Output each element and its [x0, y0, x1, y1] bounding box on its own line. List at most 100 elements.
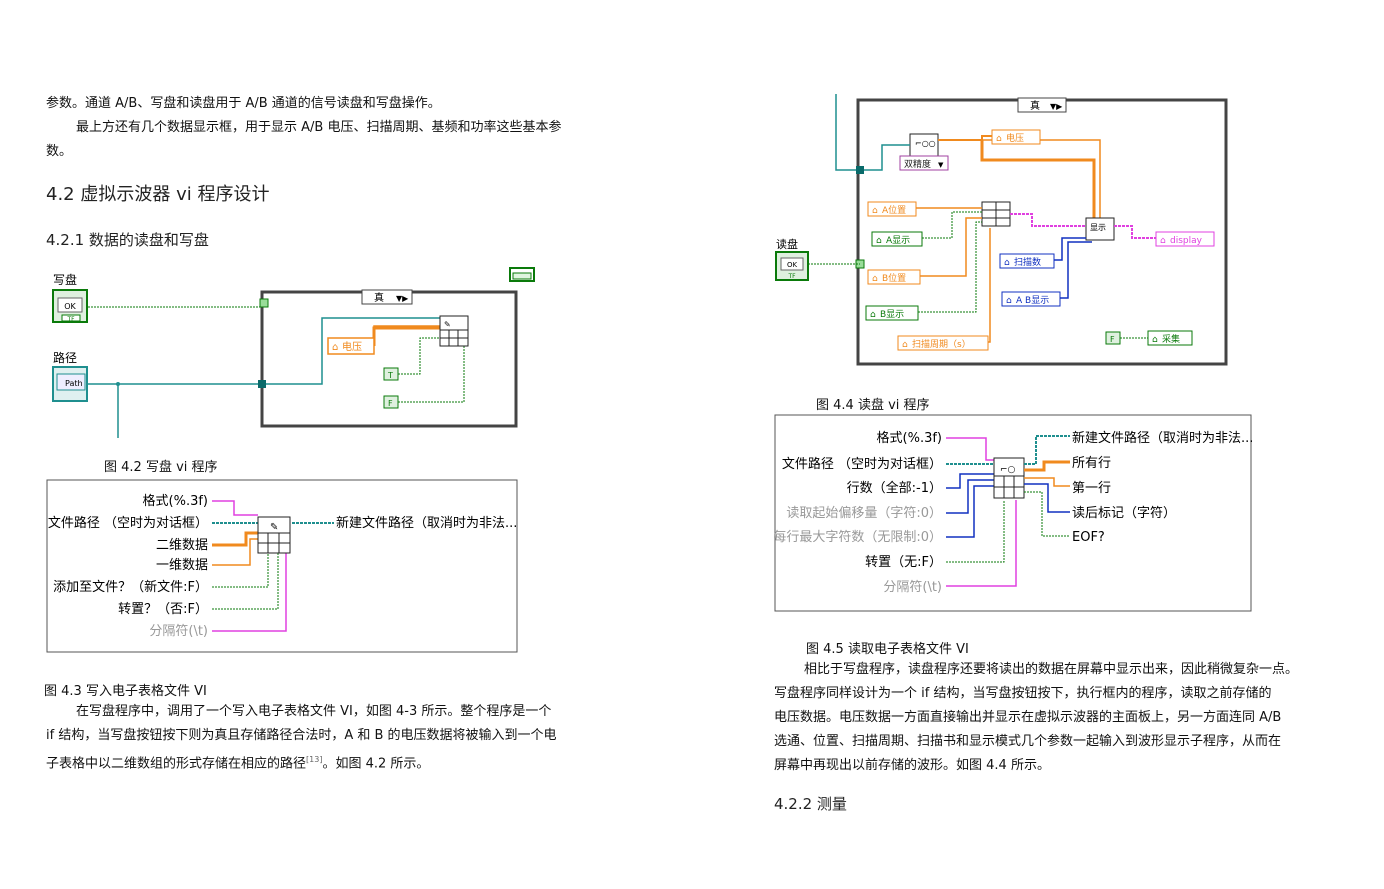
double-precision-selector: 双精度 ▼	[899, 155, 949, 171]
svg-text:TF: TF	[787, 273, 796, 280]
path-control: Path	[52, 366, 88, 402]
svg-text:T: T	[387, 371, 393, 380]
svg-text:⌂: ⌂	[332, 342, 338, 353]
svg-text:双精度: 双精度	[904, 158, 931, 170]
svg-text:⌂: ⌂	[1152, 335, 1158, 345]
svg-text:真: 真	[1030, 99, 1040, 112]
svg-text:B位置: B位置	[882, 272, 906, 284]
right-paragraph-2: 写盘程序同样设计为一个 if 结构，当写盘按钮按下，执行框内的程序，读取之前存储…	[774, 686, 1272, 701]
svg-text:扫描数: 扫描数	[1014, 256, 1041, 268]
figure-4-4-diagram: 真 ▼▶ 读盘 OK TF ⌐○○ 双精度 ▼ ⌂ 电压 ⌂ A位置 ⌂ A显示	[775, 94, 1228, 366]
left-paragraph-3a: 在写盘程序中，调用了一个写入电子表格文件 VI，如图 4-3 所示。整个程序是一…	[76, 704, 552, 719]
input-delimiter: 分隔符(\t)	[149, 623, 208, 639]
figure-4-3-diagram: 格式(%.3f) 文件路径 （空时为对话框） 二维数据 一维数据 添加至文件？（…	[46, 479, 518, 653]
input-file-path: 文件路径 （空时为对话框）	[48, 515, 208, 531]
figure-4-5-caption: 图 4.5 读取电子表格文件 VI	[806, 642, 969, 657]
read-button-control: OK TF	[775, 251, 809, 281]
svg-text:display: display	[1170, 236, 1203, 246]
left-paragraph-2b: 数。	[46, 144, 73, 159]
right-paragraph-3: 电压数据。电压数据一方面直接输出并显示在虚拟示波器的主面板上，另一方面连同 A/…	[774, 710, 1282, 725]
a-position-control: ⌂ A位置	[867, 201, 917, 217]
display-subvi-node: 显示	[1085, 217, 1115, 241]
subsection-heading-4-2-2: 4.2.2 测量	[774, 795, 847, 813]
read-output-new-path: 新建文件路径（取消时为非法...	[1072, 430, 1253, 446]
svg-text:采集: 采集	[1162, 333, 1180, 345]
display-indicator: ⌂ display	[1155, 231, 1215, 247]
svg-text:B显示: B显示	[880, 309, 904, 320]
svg-text:OK: OK	[787, 261, 798, 269]
svg-text:电压: 电压	[1006, 132, 1024, 144]
citation-13: [13]	[306, 755, 323, 764]
read-output-eof: EOF?	[1072, 530, 1105, 545]
output-new-file-path: 新建文件路径（取消时为非法...	[336, 515, 517, 531]
svg-text:Path: Path	[65, 379, 83, 388]
input-1d-data: 一维数据	[156, 558, 208, 573]
svg-text:▼▶: ▼▶	[396, 294, 409, 303]
right-paragraph-5: 屏幕中再现出以前存储的波形。如图 4.4 所示。	[774, 758, 1050, 773]
section-heading-4-2: 4.2 虚拟示波器 vi 程序设计	[46, 184, 270, 205]
read-input-format: 格式(%.3f)	[877, 430, 942, 446]
read-input-delimiter: 分隔符(\t)	[883, 579, 942, 595]
input-append: 添加至文件？（新文件:F）	[53, 579, 208, 595]
case-selector-right: 真 ▼▶	[1017, 97, 1067, 113]
read-output-mark: 读后标记（字符）	[1072, 505, 1176, 521]
svg-text:F: F	[1110, 335, 1115, 344]
voltage-indicator-right: ⌂ 电压	[991, 129, 1041, 145]
figure-4-2-caption: 图 4.2 写盘 vi 程序	[104, 460, 218, 475]
right-paragraph-4: 选通、位置、扫描周期、扫描书和显示模式几个参数一起输入到波形显示子程序，从而在	[774, 734, 1282, 749]
svg-text:F: F	[388, 399, 393, 408]
read-input-max-chars: 每行最大字符数（无限制:0）	[774, 529, 942, 545]
read-input-offset: 读取起始偏移量（字符:0）	[786, 505, 942, 521]
voltage-terminal: ⌂ 电压	[327, 337, 375, 355]
read-input-rows: 行数（全部:-1）	[847, 480, 942, 496]
subsection-heading-4-2-1: 4.2.1 数据的读盘和写盘	[46, 231, 209, 249]
svg-text:⌂: ⌂	[1160, 236, 1166, 246]
svg-text:⌂: ⌂	[872, 206, 878, 216]
svg-text:✎: ✎	[444, 320, 451, 329]
b-position-control: ⌂ B位置	[867, 269, 921, 285]
collect-indicator: ⌂ 采集	[1147, 330, 1193, 346]
bundle-node	[981, 201, 1011, 227]
svg-text:⌂: ⌂	[872, 274, 878, 284]
svg-text:电压: 电压	[342, 340, 362, 353]
svg-text:⌂: ⌂	[876, 236, 882, 246]
left-paragraph-2a: 最上方还有几个数据显示框，用于显示 A/B 电压、扫描周期、基频和功率这些基本参	[76, 120, 562, 135]
svg-text:▼▶: ▼▶	[1050, 102, 1063, 111]
scan-count-control: ⌂ 扫描数	[999, 253, 1055, 269]
left-paragraph-1: 参数。通道 A/B、写盘和读盘用于 A/B 通道的信号读盘和写盘操作。	[46, 96, 441, 111]
a-display-control: ⌂ A显示	[871, 231, 923, 247]
read-button-label: 读盘	[776, 237, 798, 251]
svg-text:显示: 显示	[1090, 223, 1106, 232]
input-format: 格式(%.3f)	[143, 493, 208, 509]
false-constant-right: F	[1105, 331, 1121, 345]
input-2d-data: 二维数据	[156, 538, 208, 553]
write-spreadsheet-node: ✎	[439, 315, 469, 347]
read-spreadsheet-icon: ⌐○	[993, 457, 1025, 499]
ab-display-control: ⌂ A B显示	[1001, 291, 1061, 307]
svg-text:⌂: ⌂	[1006, 296, 1012, 306]
true-constant: T	[383, 367, 399, 381]
svg-text:⌂: ⌂	[902, 340, 908, 350]
left-paragraph-3c: 子表格中以二维数组的形式存储在相应的路径[13]。如图 4.2 所示。	[46, 755, 430, 772]
svg-text:扫描周期（s）: 扫描周期（s）	[912, 338, 971, 350]
read-output-all-rows: 所有行	[1072, 456, 1111, 471]
read-input-transpose: 转置（无:F）	[865, 555, 942, 570]
write-spreadsheet-icon: ✎	[257, 516, 291, 554]
svg-text:A显示: A显示	[886, 235, 910, 246]
right-paragraph-1: 相比于写盘程序，读盘程序还要将读出的数据在屏幕中显示出来，因此稍微复杂一点。	[804, 662, 1299, 677]
svg-text:真: 真	[374, 291, 384, 304]
write-button-control: OK TF	[52, 289, 88, 323]
svg-text:⌂: ⌂	[870, 310, 876, 320]
case-selector: 真 ▼▶	[361, 289, 413, 305]
false-constant: F	[383, 395, 399, 409]
figure-4-4-caption: 图 4.4 读盘 vi 程序	[816, 398, 930, 413]
read-spreadsheet-node: ⌐○○	[909, 133, 939, 157]
svg-text:⌐○○: ⌐○○	[915, 139, 936, 148]
svg-text:TF: TF	[66, 316, 75, 323]
svg-text:⌐○: ⌐○	[1000, 465, 1016, 475]
figure-4-5-diagram: 格式(%.3f) 文件路径 （空时为对话框） 行数（全部:-1） 读取起始偏移量…	[774, 414, 1253, 612]
svg-text:OK: OK	[64, 302, 76, 311]
b-display-control: ⌂ B显示	[865, 305, 919, 321]
read-input-file-path: 文件路径 （空时为对话框）	[782, 456, 942, 472]
scan-period-control: ⌂ 扫描周期（s）	[897, 335, 989, 351]
